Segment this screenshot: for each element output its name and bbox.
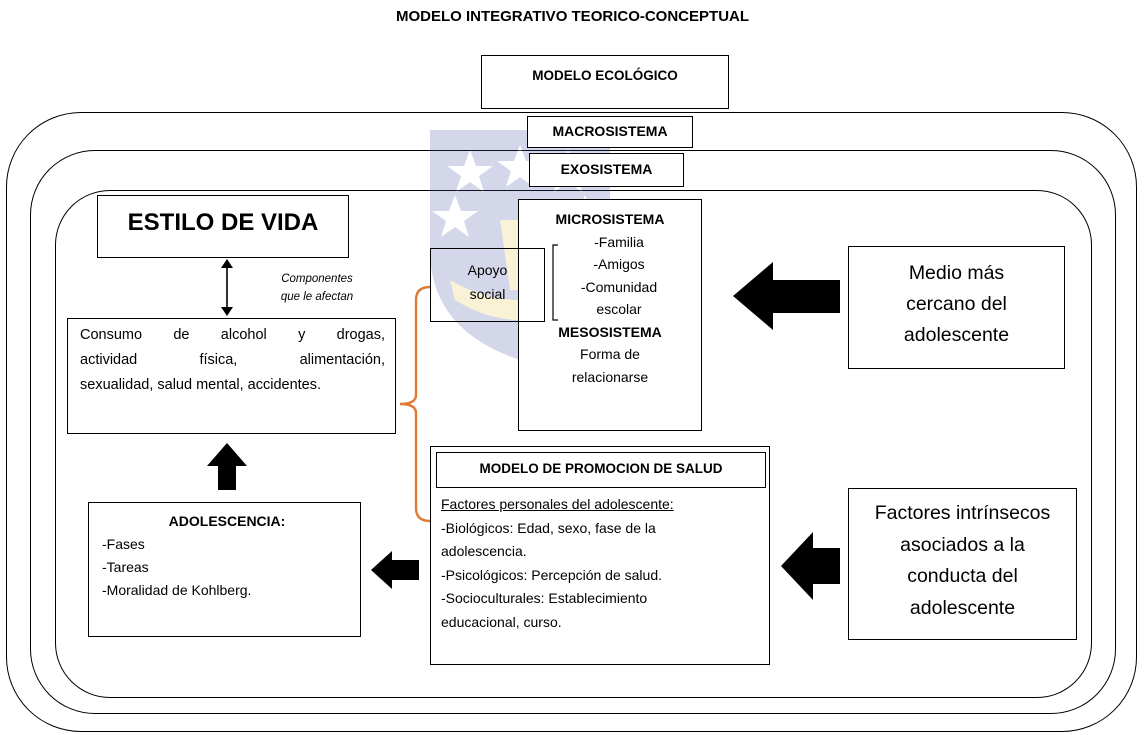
micro-bracket-icon	[552, 244, 558, 321]
consumo-line-3: sexualidad, salud mental, accidentes.	[80, 377, 322, 393]
macrosistema-box: MACROSISTEMA	[527, 116, 693, 148]
factores-line-3: conducta del	[907, 565, 1018, 587]
promocion-line-4: -Socioculturales: Establecimiento	[441, 590, 648, 606]
macrosistema-label: MACROSISTEMA	[552, 123, 668, 139]
medio-cercano-box: Medio más cercano del adolescente	[848, 246, 1065, 369]
meso-item-1: Forma de	[580, 346, 640, 362]
modelo-ecologico-box: MODELO ECOLÓGICO	[481, 55, 729, 109]
estilo-de-vida-title: ESTILO DE VIDA	[127, 209, 319, 236]
exosystem-ring	[30, 150, 1116, 714]
diagram-title: MODELO INTEGRATIVO TEORICO-CONCEPTUAL	[395, 8, 750, 25]
consumo-line-1: Consumo de alcohol y drogas,	[80, 327, 385, 343]
exosistema-box: EXOSISTEMA	[529, 153, 684, 187]
adolescencia-item-fases: -Fases	[102, 536, 145, 552]
adolescencia-title: ADOLESCENCIA:	[168, 513, 286, 529]
factores-intrinsecos-box: Factores intrínsecos asociados a la cond…	[848, 488, 1077, 640]
micro-item-comunidad: -Comunidad	[580, 278, 658, 295]
estilo-de-vida-box: ESTILO DE VIDA	[97, 195, 349, 258]
microsistema-title: MICROSISTEMA	[555, 211, 665, 227]
microsistema-box: MICROSISTEMA -Familia -Amigos -Comunidad…	[518, 199, 702, 431]
micro-item-familia: -Familia	[594, 233, 644, 250]
big-arrow-left-icon	[733, 262, 840, 330]
orange-bracket-icon	[399, 285, 431, 523]
adolescencia-item-moralidad: -Moralidad de Kohlberg.	[102, 582, 252, 598]
promocion-salud-title: MODELO DE PROMOCION DE SALUD	[479, 461, 723, 476]
medio-line-2: cercano del	[906, 293, 1007, 315]
factores-line-1: Factores intrínsecos	[874, 502, 1051, 524]
medio-line-1: Medio más	[908, 262, 1005, 284]
apoyo-line-1: Apoyo	[467, 262, 508, 278]
double-arrow-icon	[221, 259, 233, 316]
exosistema-label: EXOSISTEMA	[560, 161, 653, 177]
componentes-line-2: que le afectan	[280, 291, 354, 303]
arrow-up-icon	[207, 443, 247, 490]
consumo-line-2: actividad física, alimentación,	[80, 352, 385, 368]
meso-item-2: relacionarse	[571, 368, 649, 385]
microsystem-ring	[55, 190, 1092, 698]
promocion-line-5: educacional, curso.	[441, 613, 562, 630]
adolescencia-box: ADOLESCENCIA: -Fases -Tareas -Moralidad …	[88, 502, 361, 637]
factores-line-4: adolescente	[909, 596, 1016, 619]
adolescencia-item-tareas: -Tareas	[102, 559, 149, 575]
promocion-line-1: -Biológicos: Edad, sexo, fase de la	[441, 519, 656, 536]
micro-item-amigos: -Amigos	[593, 256, 645, 272]
arrow-left-icon	[371, 551, 419, 589]
componentes-line-1: Componentes	[281, 273, 353, 285]
promocion-salud-title-box: MODELO DE PROMOCION DE SALUD	[436, 452, 766, 488]
mesosistema-title: MESOSISTEMA	[558, 323, 662, 340]
apoyo-social-box: Apoyo social	[430, 248, 545, 322]
factores-line-2: asociados a la	[900, 533, 1025, 556]
promocion-subtitle: Factores personales del adolescente:	[441, 496, 674, 512]
medio-line-3: adolescente	[903, 324, 1010, 346]
modelo-ecologico-label: MODELO ECOLÓGICO	[532, 68, 678, 83]
consumo-box: Consumo de alcohol y drogas, actividad f…	[67, 318, 396, 434]
componentes-caption: Componentes que le afectan	[262, 270, 372, 306]
apoyo-line-2: social	[469, 286, 506, 302]
promocion-line-3: -Psicológicos: Percepción de salud.	[441, 566, 663, 583]
macrosystem-ring	[6, 112, 1137, 732]
big-arrow-left-icon-2	[781, 532, 840, 600]
promocion-line-2: adolescencia.	[441, 543, 527, 559]
micro-item-escolar: escolar	[596, 301, 642, 317]
